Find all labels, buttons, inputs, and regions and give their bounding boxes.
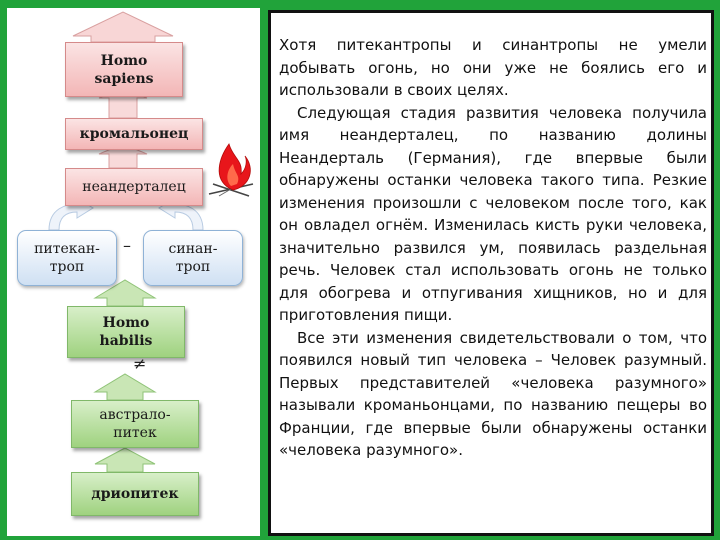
arrow-australopithecus [93,373,157,401]
text-panel: Хотя питекантропы и синантропы не умели … [268,10,714,536]
arrow-dryopithecus [94,447,156,473]
arrow-top [72,11,174,43]
node-dryopithecus: дриопитек [71,472,199,516]
paragraph-3: Все эти изменения свидетельствовали о то… [279,328,707,460]
node-australopithecus: австрало- питек [71,400,199,448]
node-homo-sapiens: Homo sapiens [65,42,183,97]
node-pithecanthrope: питекан- троп [17,230,117,286]
node-homo-habilis: Homo habilis [67,306,185,358]
arrow-curve-left [48,197,94,231]
arrow-habilis [93,279,157,307]
dash-symbol: – [123,236,131,255]
paragraph-2: Следующая стадия развития человека получ… [279,103,707,325]
diagram-arrows [48,11,254,473]
paragraph-1: Хотя питекантропы и синантропы не умели … [279,36,707,99]
node-neanderthal: неандерталец [65,168,203,206]
not-equal-symbol: ≠ [133,354,147,373]
text-block: Хотя питекантропы и синантропы не умели … [279,34,707,462]
node-kromanon: кромальонец [65,118,203,150]
node-sinanthrope: синан- троп [143,230,243,286]
arrow-curve-right [158,197,204,231]
diagram-panel: Homo sapiens кромальонец неандерталец пи… [7,8,260,536]
fire-icon [208,143,254,197]
